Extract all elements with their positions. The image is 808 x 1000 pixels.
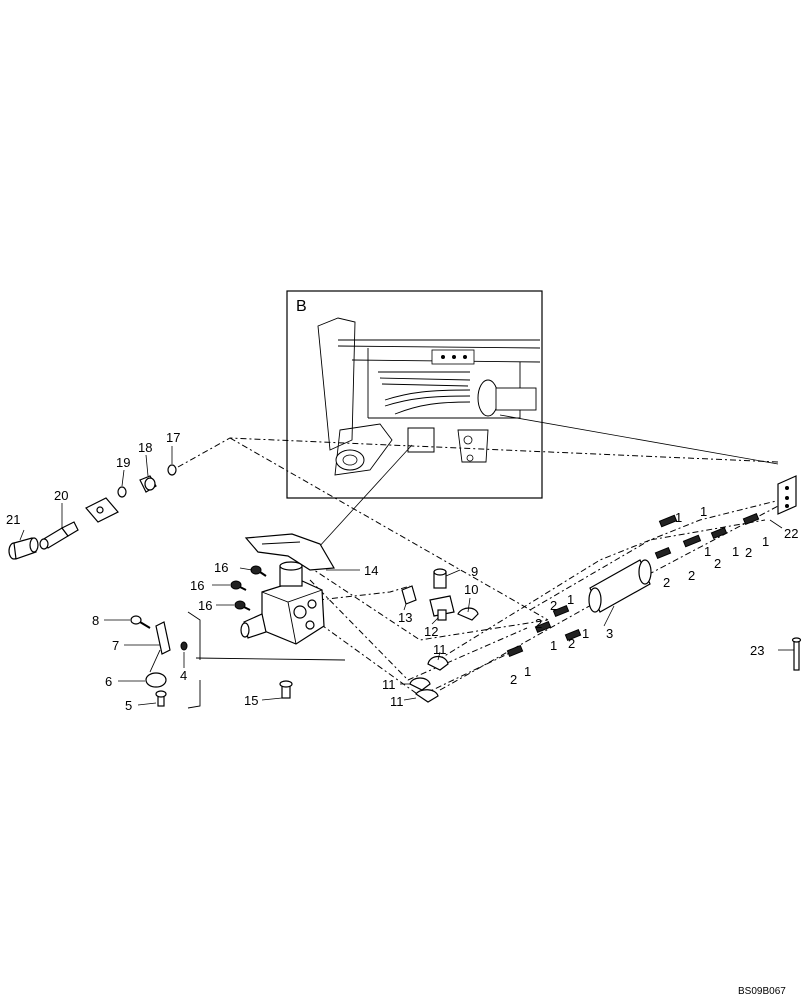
part-5-screw [155,690,167,707]
part-15-screw [279,680,293,699]
callout-1: 1 [762,534,769,549]
callout-1: 1 [567,592,574,607]
callout-2: 2 [745,545,752,560]
drawing-code: BS09B067 [738,986,786,997]
callout-1: 1 [524,664,531,679]
inset-label: B [296,298,307,315]
callout-1: 1 [700,504,707,519]
part-16-screws [230,565,267,611]
callout-8: 8 [92,613,99,628]
callout-3: 3 [606,626,613,641]
callout-2: 2 [663,575,670,590]
inset-machine-view [317,317,541,476]
part-19-nut [117,486,127,498]
callout-2: 2 [535,616,542,631]
callout-16: 16 [190,578,204,593]
callout-1: 1 [732,544,739,559]
part-11-elbows [409,655,449,703]
part-bracket-plate [85,497,119,523]
callout-16: 16 [214,560,228,575]
callout-11: 11 [390,694,404,709]
callout-4: 4 [180,668,187,683]
part-6-clamp [145,649,167,688]
callout-14: 14 [364,563,378,578]
inset-detail-b: B [286,290,543,499]
callout-2: 2 [568,636,575,651]
callout-5: 5 [125,698,132,713]
callout-13: 13 [398,610,412,625]
inset-leader-valve [317,444,413,549]
callout-1: 1 [675,510,682,525]
part-17-plug [167,464,177,476]
callout-1: 1 [704,544,711,559]
callout-12: 12 [424,624,438,639]
callout-2: 2 [510,672,517,687]
part-18-nut [139,475,157,493]
part-12-tee [429,595,455,621]
callout-2: 2 [550,598,557,613]
callout-10: 10 [464,582,478,597]
part-13-fitting [401,585,417,605]
callout-21: 21 [6,512,20,527]
callout-22: 22 [784,526,798,541]
part-3-sleeve [588,559,652,613]
callout-11: 11 [433,642,447,657]
callout-17: 17 [166,430,180,445]
part-10-elbow [457,607,479,621]
part-valve-body [240,561,325,645]
hose-end-fittings [506,512,760,658]
callout-6: 6 [105,674,112,689]
part-21-adapter [8,537,39,560]
callout-19: 19 [116,455,130,470]
part-22-block [777,475,797,515]
callout-11: 11 [382,677,396,692]
part-20-fitting [39,521,79,550]
part-4-nut [180,641,188,651]
callout-16: 16 [198,598,212,613]
callout-2: 2 [714,556,721,571]
callout-2: 2 [688,568,695,583]
inset-leader-right [499,414,779,465]
part-7-bracket [155,621,171,655]
callout-18: 18 [138,440,152,455]
part-9-fitting [433,568,447,589]
part-mount-bracket-lines [187,611,346,709]
callout-leaders [19,446,794,706]
callout-1: 1 [550,638,557,653]
part-8-bolt [130,615,151,629]
callout-7: 7 [112,638,119,653]
callout-9: 9 [471,564,478,579]
callout-20: 20 [54,488,68,503]
callout-labels: 1 1 1 1 1 1 1 1 1 2 2 2 2 2 2 2 2 3 4 5 … [6,430,798,713]
callout-1: 1 [582,626,589,641]
part-23-pin [791,637,802,671]
callout-15: 15 [244,693,258,708]
callout-23: 23 [750,643,764,658]
part-14-pedal [244,533,335,571]
